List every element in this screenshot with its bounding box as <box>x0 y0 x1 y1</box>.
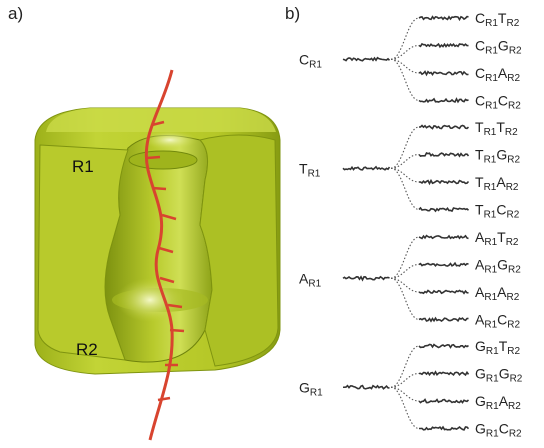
child-label-at: AR1TR2 <box>475 229 519 248</box>
region-label-r2: R2 <box>76 340 98 359</box>
child-trace-gt <box>418 343 469 349</box>
child-label-ca: CR1AR2 <box>475 65 520 84</box>
connector-c-g <box>390 44 420 60</box>
parent-label-a: AR1 <box>299 270 322 289</box>
region-label-r1: R1 <box>72 157 94 176</box>
child-label-ct: CR1TR2 <box>475 10 520 29</box>
child-trace-ga <box>418 398 470 404</box>
connector-a-g <box>390 263 420 279</box>
panel-a: a) <box>8 4 281 441</box>
connector-a-a <box>390 277 420 293</box>
child-label-aa: AR1AR2 <box>475 284 520 303</box>
connector-c-c <box>390 58 420 102</box>
nanopore-illustration: R1 R2 <box>34 69 281 441</box>
child-trace-aa <box>418 289 469 295</box>
panel-a-label: a) <box>8 4 24 23</box>
child-label-tg: TR1GR2 <box>475 147 520 166</box>
child-trace-ct <box>418 15 469 22</box>
parent-trace-a <box>342 275 390 282</box>
connector-a-t <box>390 236 420 279</box>
connector-c-t <box>390 17 420 60</box>
child-label-ta: TR1AR2 <box>475 174 519 193</box>
connector-t-a <box>390 167 420 183</box>
parent-label-c: CR1 <box>299 51 322 70</box>
interior-glow <box>116 278 184 322</box>
child-label-ac: AR1CR2 <box>475 312 520 331</box>
connector-g-g <box>390 372 420 388</box>
child-trace-cc <box>418 97 469 104</box>
child-label-cg: CR1GR2 <box>475 38 522 57</box>
panel-b-label: b) <box>285 4 301 23</box>
interior-glow-top <box>142 130 198 150</box>
connector-g-c <box>390 386 420 430</box>
tree-group-a <box>342 234 469 323</box>
child-trace-at <box>418 234 469 240</box>
child-trace-ac <box>418 316 469 323</box>
dna-strand <box>144 69 174 441</box>
child-trace-ca <box>418 70 469 77</box>
child-label-ag: AR1GR2 <box>475 257 521 276</box>
dna-bases <box>146 120 185 402</box>
child-trace-cg <box>418 42 469 49</box>
connector-t-t <box>390 126 420 169</box>
child-label-ga: GR1AR2 <box>475 393 521 412</box>
child-trace-tg <box>418 151 470 158</box>
child-label-tc: TR1CR2 <box>475 202 520 221</box>
parent-trace-c <box>342 56 391 62</box>
pore-left-wall <box>37 144 129 361</box>
child-trace-gc <box>419 425 470 431</box>
connector-g-t <box>390 345 420 388</box>
connector-c-a <box>390 58 420 74</box>
child-label-gc: GR1CR2 <box>475 421 522 440</box>
pore-right-wall <box>199 134 279 367</box>
child-trace-ta <box>418 178 470 186</box>
child-trace-gg <box>418 370 470 377</box>
constriction-upper <box>128 150 198 170</box>
parent-trace-g <box>342 384 390 390</box>
child-label-gt: GR1TR2 <box>475 338 520 357</box>
parent-trace-t <box>342 165 391 171</box>
tree-group-c <box>342 15 469 104</box>
child-trace-tt <box>418 124 470 130</box>
child-label-cc: CR1CR2 <box>475 93 521 112</box>
tree-group-g <box>342 343 470 431</box>
connector-t-c <box>390 167 420 211</box>
pore-top-rim <box>46 108 276 132</box>
child-label-tt: TR1TR2 <box>475 119 518 138</box>
child-label-gg: GR1GR2 <box>475 366 523 385</box>
parent-label-t: TR1 <box>299 160 321 179</box>
child-trace-ag <box>418 261 469 268</box>
child-trace-tc <box>418 206 470 213</box>
connector-t-g <box>390 153 420 169</box>
parent-label-g: GR1 <box>299 379 323 398</box>
connector-a-c <box>390 277 420 321</box>
connector-g-a <box>390 386 420 402</box>
tree-group-t <box>342 124 470 213</box>
